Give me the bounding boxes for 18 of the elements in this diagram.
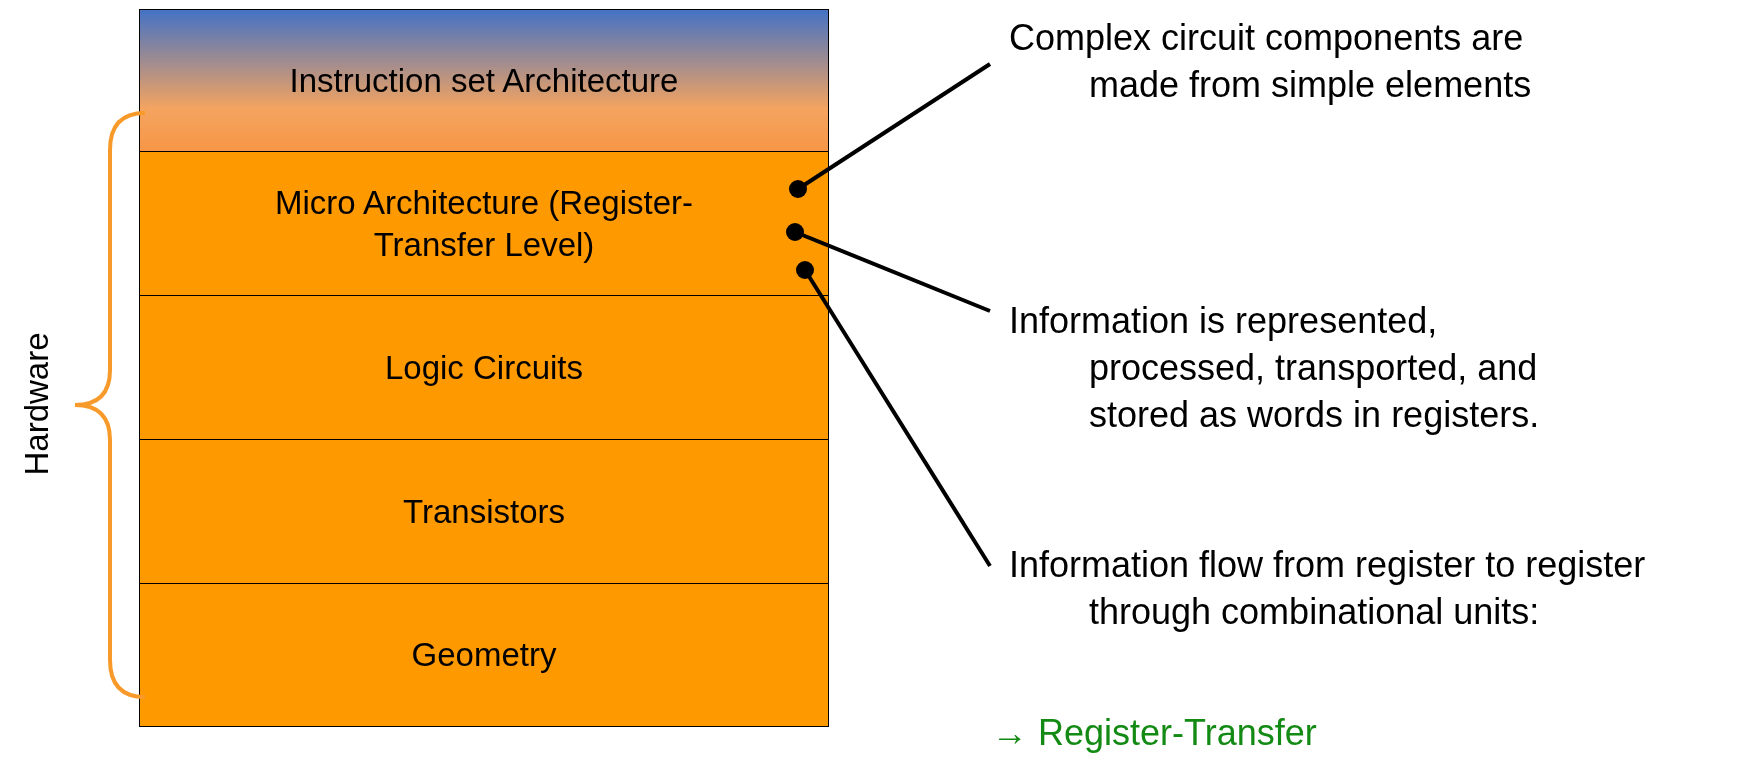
layer-label: Geometry: [411, 635, 557, 676]
layer-label: Instruction set Architecture: [289, 60, 679, 101]
result-note: → Register-Transfer: [992, 712, 1317, 754]
layer-box: [139, 9, 829, 152]
leader-line: [796, 261, 992, 568]
layer-label: Logic Circuits: [384, 347, 584, 388]
layer-box: [139, 151, 829, 296]
layer-box: [139, 439, 829, 584]
layer-box: [139, 295, 829, 440]
layer-label: Micro Architecture (Register-Transfer Level): [273, 183, 695, 265]
leader-line: [789, 62, 992, 198]
callout-text: Information flow from register to register through combinational units:: [1009, 542, 1669, 636]
callout-text: Complex circuit components are made from simple elements: [1009, 15, 1579, 109]
callout-text: Information is represented, processed, transported, and stored as words in registers.: [1009, 298, 1579, 439]
leader-line: [786, 223, 991, 313]
layer-label: Transistors: [403, 491, 565, 532]
side-label: Hardware: [18, 331, 56, 478]
layer-box: [139, 583, 829, 727]
